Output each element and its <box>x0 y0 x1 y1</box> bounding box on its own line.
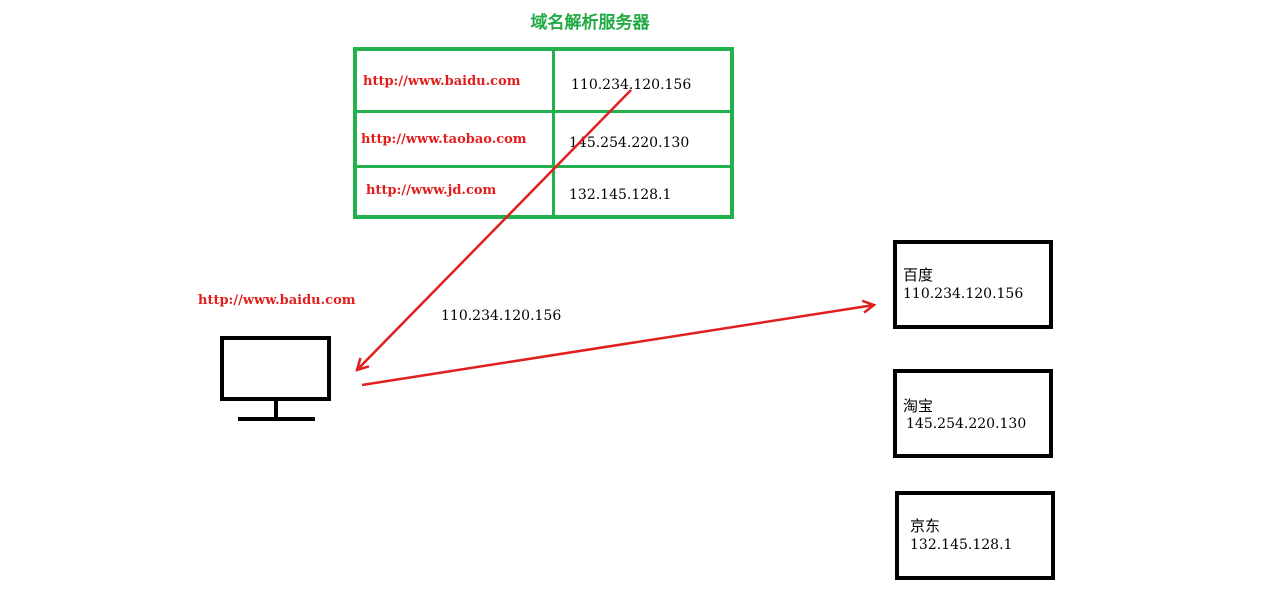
table-column-divider <box>552 51 555 215</box>
server-name-jd: 京东 <box>910 517 941 535</box>
server-name-taobao: 淘宝 <box>903 397 934 415</box>
server-name-baidu: 百度 <box>903 266 934 284</box>
computer-icon <box>220 336 331 421</box>
server-ip-jd: 132.145.128.1 <box>910 537 1013 553</box>
table-url-baidu: http://www.baidu.com <box>363 74 521 89</box>
dns-table: http://www.baidu.com 110.234.120.156 htt… <box>353 47 734 219</box>
server-box-taobao: 淘宝 145.254.220.130 <box>893 369 1053 458</box>
dns-response-arrow <box>357 89 632 370</box>
client-request-url: http://www.baidu.com <box>198 293 356 308</box>
request-to-server-arrow <box>361 305 874 387</box>
table-url-taobao: http://www.taobao.com <box>361 132 527 147</box>
server-ip-baidu: 110.234.120.156 <box>903 286 1024 302</box>
table-ip-jd: 132.145.128.1 <box>569 187 672 203</box>
table-url-jd: http://www.jd.com <box>366 183 497 198</box>
server-ip-taobao: 145.254.220.130 <box>906 416 1027 432</box>
server-box-jd: 京东 132.145.128.1 <box>895 491 1055 580</box>
dns-server-title: 域名解析服务器 <box>530 13 650 33</box>
table-ip-taobao: 145.254.220.130 <box>569 135 690 151</box>
server-box-baidu: 百度 110.234.120.156 <box>893 240 1053 329</box>
table-row-divider <box>357 165 730 168</box>
table-ip-baidu: 110.234.120.156 <box>571 77 692 93</box>
table-row-divider <box>357 110 730 113</box>
resolved-ip-label: 110.234.120.156 <box>441 308 562 324</box>
